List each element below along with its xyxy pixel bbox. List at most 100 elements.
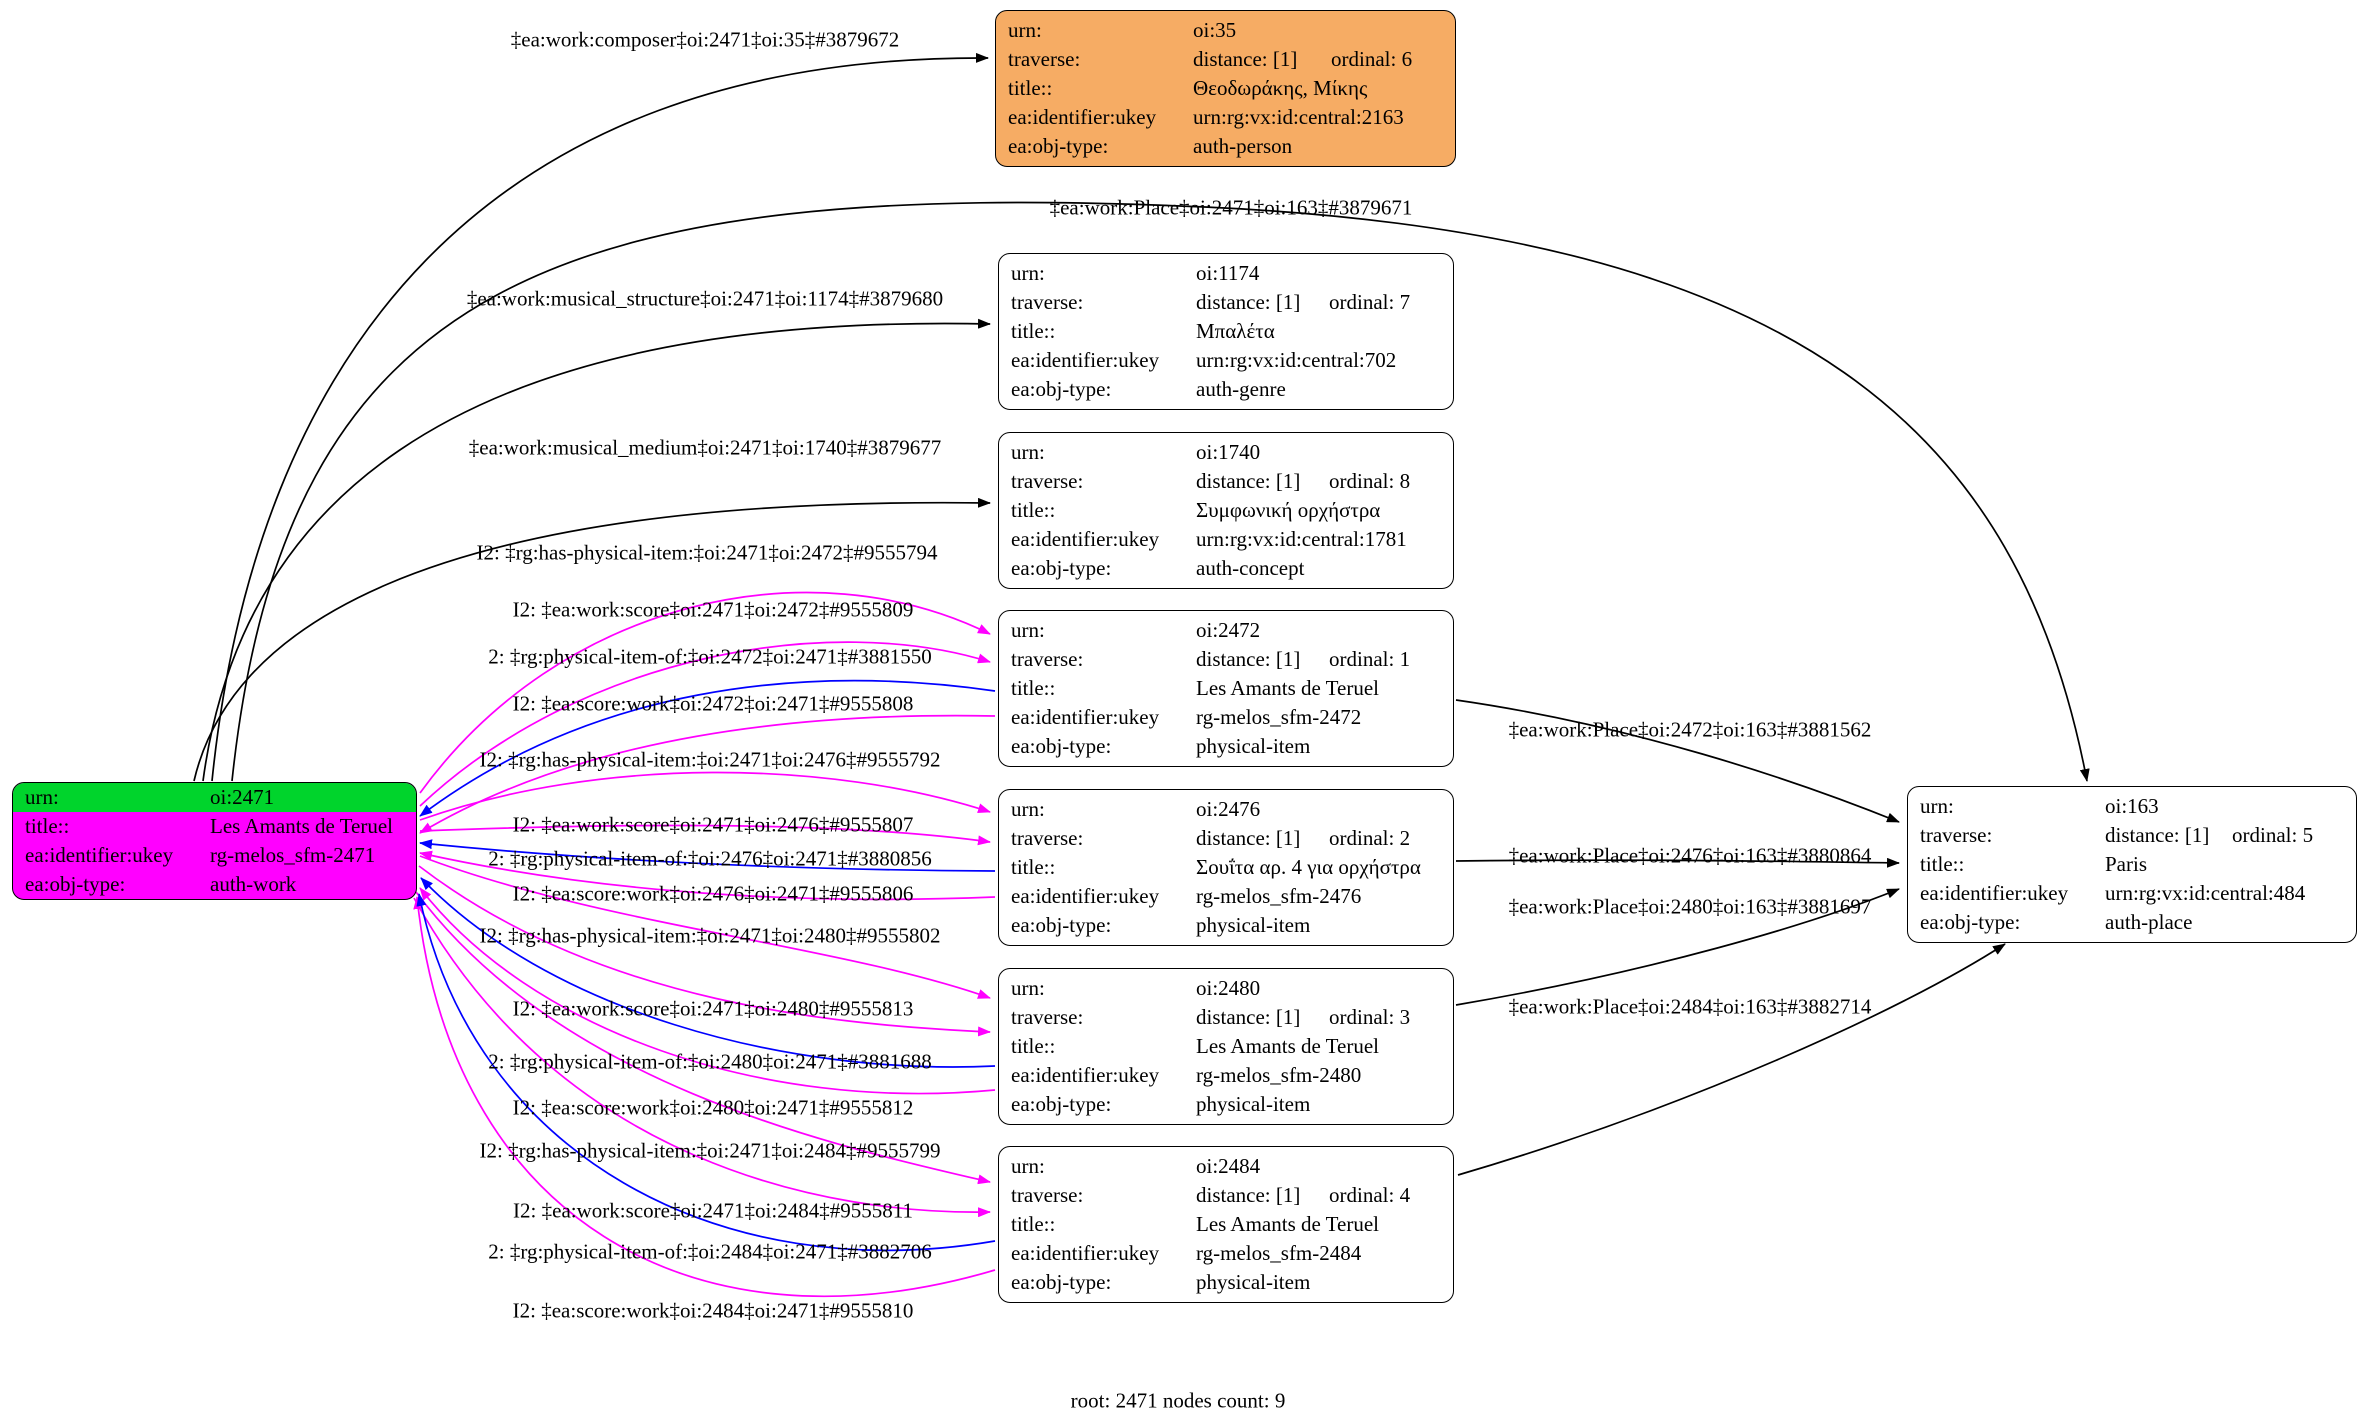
edge-work-score-2484 — [413, 897, 991, 1218]
field-label: title:: — [1011, 855, 1056, 879]
node-row: title::Θεοδωράκης, Μίκης — [996, 74, 1455, 103]
edge-place-2484 — [1457, 943, 2006, 1176]
edge-label-has-physical-item-2476: I2: ‡rg:has-physical-item:‡oi:2471‡oi:24… — [479, 747, 941, 772]
node-row: ea:obj-type:auth-work — [13, 870, 416, 899]
edge-place-2472 — [1455, 699, 1900, 823]
field-value: rg-melos_sfm-2480 — [1196, 1063, 1362, 1087]
field-label: title:: — [25, 814, 70, 838]
field-ordinal: ordinal: 7 — [1329, 290, 1411, 314]
field-label: ea:obj-type: — [25, 872, 126, 896]
edge-has-physical-item-2476 — [419, 771, 991, 821]
node-row: title::Les Amants de Teruel — [13, 812, 416, 841]
edge-physical-item-of-2480 — [420, 877, 996, 1068]
field-value: urn:rg:vx:id:central:1781 — [1196, 527, 1407, 551]
field-value: distance: [1] — [1196, 469, 1301, 493]
edge-label-score-work-2476: I2: ‡ea:score:work‡oi:2476‡oi:2471‡#9555… — [512, 881, 914, 906]
field-label: title:: — [1011, 1034, 1056, 1058]
field-value: urn:rg:vx:id:central:484 — [2105, 881, 2306, 905]
edge-label-place-2480: ‡ea:work:Place‡oi:2480‡oi:163‡#3881697 — [1508, 894, 1872, 919]
field-value: rg-melos_sfm-2476 — [1196, 884, 1362, 908]
node-row: urn: oi:2476 — [999, 795, 1453, 824]
node-row: traverse:distance: [1]ordinal: 3 — [999, 1003, 1453, 1032]
field-value: distance: [1] — [1196, 647, 1301, 671]
edge-label-place-2471: ‡ea:work:Place‡oi:2471‡oi:163‡#3879671 — [1049, 195, 1413, 220]
node-row: title::Les Amants de Teruel — [999, 1032, 1453, 1061]
node-oi2484: urn:oi:2484 traverse:distance: [1]ordina… — [998, 1146, 1454, 1303]
node-row: traverse:distance: [1]ordinal: 1 — [999, 645, 1453, 674]
edge-label-work-score-2476: I2: ‡ea:work:score‡oi:2471‡oi:2476‡#9555… — [512, 812, 914, 837]
node-row: ea:obj-type:auth-genre — [999, 375, 1453, 404]
field-label: urn: — [1011, 797, 1045, 821]
field-value: rg-melos_sfm-2484 — [1196, 1241, 1362, 1265]
field-value: oi:1740 — [1196, 440, 1261, 464]
field-label: ea:identifier:ukey — [1011, 705, 1160, 729]
edge-work-score-2476 — [419, 824, 991, 846]
field-label: ea:identifier:ukey — [1011, 1241, 1160, 1265]
field-label: ea:obj-type: — [1011, 1270, 1112, 1294]
field-label: ea:obj-type: — [1008, 134, 1109, 158]
field-label: title:: — [1011, 1212, 1056, 1236]
field-label: traverse: — [1011, 1005, 1084, 1029]
field-ordinal: ordinal: 6 — [1331, 47, 1413, 71]
field-value: oi:2476 — [1196, 797, 1261, 821]
field-value: distance: [1] — [1196, 290, 1301, 314]
node-oi35: urn:oi:35 traverse: distance: [1] ordinal:… — [995, 10, 1456, 167]
node-row: urn:oi:163 — [1908, 792, 2356, 821]
node-row: title::Les Amants de Teruel — [999, 1210, 1453, 1239]
field-ordinal: ordinal: 4 — [1329, 1183, 1411, 1207]
field-label: ea:identifier:ukey — [1008, 105, 1157, 129]
edge-label-score-work-2480: I2: ‡ea:score:work‡oi:2480‡oi:2471‡#9555… — [512, 1095, 914, 1120]
node-row: urn:oi:2484 — [999, 1152, 1453, 1181]
node-row: urn:oi:2472 — [999, 616, 1453, 645]
node-oi2471: urn:oi:2471 title::Les Amants de Teruel … — [12, 782, 417, 900]
edge-place-2471 — [231, 201, 2090, 782]
field-label: traverse: — [1011, 826, 1084, 850]
field-label: title:: — [1920, 852, 1965, 876]
edge-label-place-2476: ‡ea:work:Place‡oi:2476‡oi:163‡#3880864 — [1508, 843, 1872, 868]
field-value: Μπαλέτα — [1196, 319, 1275, 343]
node-row: urn:oi:35 — [996, 16, 1455, 45]
node-oi163: urn:oi:163 traverse:distance: [1]ordinal… — [1907, 786, 2357, 943]
edge-label-score-work-2484: I2: ‡ea:score:work‡oi:2484‡oi:2471‡#9555… — [512, 1298, 914, 1323]
node-oi1174: urn:oi:1174 traverse:distance: [1]ordina… — [998, 253, 1454, 410]
field-value: oi:1174 — [1196, 261, 1260, 285]
field-label: ea:obj-type: — [1011, 913, 1112, 937]
edge-label-musical-medium: ‡ea:work:musical_medium‡oi:2471‡oi:1740‡… — [468, 435, 942, 460]
field-label: urn: — [25, 785, 59, 809]
edge-label-has-physical-item-2472: I2: ‡rg:has-physical-item:‡oi:2471‡oi:24… — [476, 540, 938, 565]
node-row: ea:identifier:ukey rg-melos_sfm-2484 — [999, 1239, 1453, 1268]
edge-label-physical-item-of-2480: 2: ‡rg:physical-item-of:‡oi:2480‡oi:2471… — [488, 1049, 932, 1074]
edge-score-work-2472 — [419, 714, 996, 834]
field-label: title:: — [1011, 498, 1056, 522]
field-value: oi:2472 — [1196, 618, 1261, 642]
field-label: ea:identifier:ukey — [1011, 348, 1160, 372]
field-ordinal: ordinal: 2 — [1329, 826, 1411, 850]
node-row: traverse:distance: [1]ordinal: 7 — [999, 288, 1453, 317]
edge-musical-medium — [193, 497, 991, 782]
field-value: distance: [1] — [1193, 47, 1298, 71]
field-value: Σουΐτα αρ. 4 για ορχήστρα — [1196, 855, 1421, 879]
edge-score-work-2484 — [413, 896, 996, 1298]
node-oi2472: urn:oi:2472 traverse:distance: [1]ordina… — [998, 610, 1454, 767]
field-ordinal: ordinal: 1 — [1329, 647, 1411, 671]
field-value: urn:rg:vx:id:central:2163 — [1193, 105, 1404, 129]
edge-label-work-score-2480: I2: ‡ea:work:score‡oi:2471‡oi:2480‡#9555… — [512, 996, 914, 1021]
node-row: ea:obj-type:physical-item — [999, 732, 1453, 761]
field-label: traverse: — [1008, 47, 1081, 71]
node-row: title::Paris — [1908, 850, 2356, 879]
edge-label-work-score-2484: I2: ‡ea:work:score‡oi:2471‡oi:2484‡#9555… — [513, 1198, 913, 1223]
node-row: urn:oi:1740 — [999, 438, 1453, 467]
field-value: auth-concept — [1196, 556, 1305, 580]
field-value: physical-item — [1196, 1092, 1311, 1116]
field-value: Συμφωνική ορχήστρα — [1196, 498, 1381, 522]
edge-physical-item-of-2476 — [419, 839, 996, 872]
node-row: traverse:distance: [1]ordinal: 2 — [999, 824, 1453, 853]
field-value: distance: [1] — [2105, 823, 2210, 847]
edge-label-place-2472: ‡ea:work:Place‡oi:2472‡oi:163‡#3881562 — [1508, 717, 1872, 742]
field-ordinal: ordinal: 5 — [2232, 823, 2314, 847]
node-row: urn:oi:2480 — [999, 974, 1453, 1003]
